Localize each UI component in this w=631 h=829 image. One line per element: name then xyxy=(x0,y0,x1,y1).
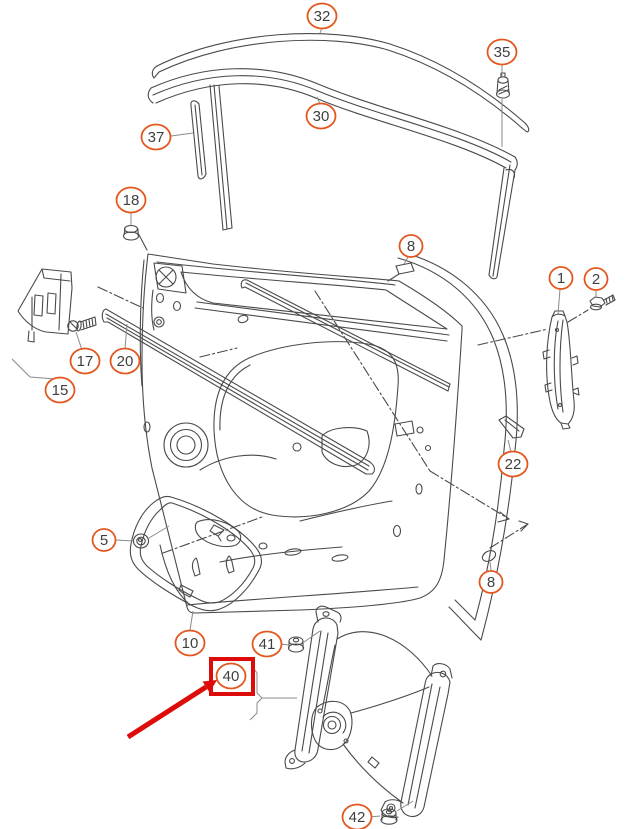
callout-number: 35 xyxy=(494,44,511,61)
callout-42[interactable]: 42 xyxy=(341,800,414,829)
highlight-selection-box xyxy=(209,657,255,696)
callout-leader-line xyxy=(489,561,492,571)
speaker-seal-gasket-10 xyxy=(129,495,262,612)
callout-number: 5 xyxy=(100,532,108,549)
callout-number: 41 xyxy=(259,636,276,653)
clip-8-top xyxy=(387,262,415,282)
callout-number: 10 xyxy=(182,635,199,652)
callout-number: 1 xyxy=(557,270,565,287)
callout-circle[interactable] xyxy=(548,266,574,290)
guide-rail-1 xyxy=(542,310,580,430)
callout-number: 22 xyxy=(505,456,522,473)
callout-circle[interactable] xyxy=(115,186,147,214)
callout-leader-line xyxy=(170,132,194,137)
callout-leader-line xyxy=(557,288,561,315)
callout-number: 32 xyxy=(314,8,331,25)
callout-number: 42 xyxy=(349,809,366,826)
highlight-arrow-shaft xyxy=(126,684,208,740)
screw-17 xyxy=(67,316,97,332)
callout-number: 8 xyxy=(487,574,495,591)
callout-circle[interactable] xyxy=(109,347,141,375)
callout-number: 8 xyxy=(407,238,415,255)
callout-circle[interactable] xyxy=(69,347,101,375)
callout-circle[interactable] xyxy=(305,102,337,130)
callout-circle[interactable] xyxy=(174,629,206,657)
callout-1[interactable]: 1 xyxy=(548,266,574,315)
callout-circle[interactable] xyxy=(583,267,609,291)
callout-32[interactable]: 32 xyxy=(306,2,338,34)
callout-leader-line xyxy=(148,525,170,539)
callout-circle[interactable] xyxy=(306,2,338,30)
callout-leader-line xyxy=(115,539,134,542)
callout-30[interactable]: 30 xyxy=(305,96,337,130)
belt-trim-strip xyxy=(240,279,451,392)
callout-35[interactable]: 35 xyxy=(486,38,518,148)
grommet-5 xyxy=(132,533,150,549)
callout-circle[interactable] xyxy=(341,803,373,829)
bolt-2 xyxy=(589,294,616,311)
callout-circle[interactable] xyxy=(497,450,529,478)
callout-circle[interactable] xyxy=(398,234,424,258)
callout-37[interactable]: 37 xyxy=(140,123,194,151)
callout-number: 40 xyxy=(223,668,240,685)
callout-leader-line xyxy=(11,358,56,380)
callout-circle[interactable] xyxy=(44,376,76,404)
callout-22[interactable]: 22 xyxy=(497,439,529,478)
window-slot-seal-20 xyxy=(101,308,375,475)
nut-42 xyxy=(380,808,398,825)
callout-leader-line xyxy=(124,323,128,350)
callout-41[interactable]: 41 xyxy=(251,630,321,658)
oval-clip-8-bottom xyxy=(481,550,497,562)
callout-leader-line xyxy=(303,630,321,643)
callout-leader-line xyxy=(75,331,83,351)
callout-circle[interactable] xyxy=(140,123,172,151)
door-inner-panel xyxy=(139,253,463,614)
callout-circle[interactable] xyxy=(251,630,283,658)
callout-8[interactable]: 8 xyxy=(478,561,504,594)
window-guide-strip-37 xyxy=(190,100,207,180)
highlight-layer xyxy=(126,657,255,740)
nut-41 xyxy=(287,636,305,653)
callout-17[interactable]: 17 xyxy=(69,331,101,375)
callout-number: 20 xyxy=(117,353,134,370)
callout-15[interactable]: 15 xyxy=(11,358,76,404)
clip-18 xyxy=(122,224,148,251)
callout-5[interactable]: 5 xyxy=(91,525,170,552)
highlight-arrow-head xyxy=(202,680,217,693)
callout-number: 2 xyxy=(592,271,600,288)
clip-35 xyxy=(495,72,511,99)
callout-number: 18 xyxy=(123,192,140,209)
callout-number: 17 xyxy=(77,353,94,370)
callout-number: 37 xyxy=(148,129,165,146)
bar-22 xyxy=(498,415,525,439)
callout-leader-line xyxy=(396,800,414,812)
callout-40[interactable]: 40 xyxy=(215,662,298,721)
callout-2[interactable]: 2 xyxy=(583,267,609,298)
callout-number: 15 xyxy=(52,382,69,399)
callout-layer: 32 30 35 37 18 8 1 2 17 20 15 22 5 8 10 41 40 42 xyxy=(11,2,609,829)
callout-circle[interactable] xyxy=(486,38,518,66)
callout-number: 30 xyxy=(313,108,330,125)
assembly-center-lines xyxy=(97,286,589,554)
callout-10[interactable]: 10 xyxy=(174,610,206,657)
mirror-bracket-15 xyxy=(17,268,73,343)
molding-strip-32 xyxy=(151,33,530,133)
callout-circle[interactable] xyxy=(215,662,247,690)
callout-circle[interactable] xyxy=(478,570,504,594)
window-frame-molding-30 xyxy=(147,68,518,280)
callout-20[interactable]: 20 xyxy=(109,323,141,375)
callout-leader-line xyxy=(403,256,409,265)
callout-leader-line xyxy=(189,610,194,631)
callout-leader-line xyxy=(507,439,512,453)
window-regulator-40 xyxy=(284,605,453,819)
callout-circle[interactable] xyxy=(91,528,117,552)
callout-8[interactable]: 8 xyxy=(398,234,424,265)
callout-18[interactable]: 18 xyxy=(115,186,147,226)
